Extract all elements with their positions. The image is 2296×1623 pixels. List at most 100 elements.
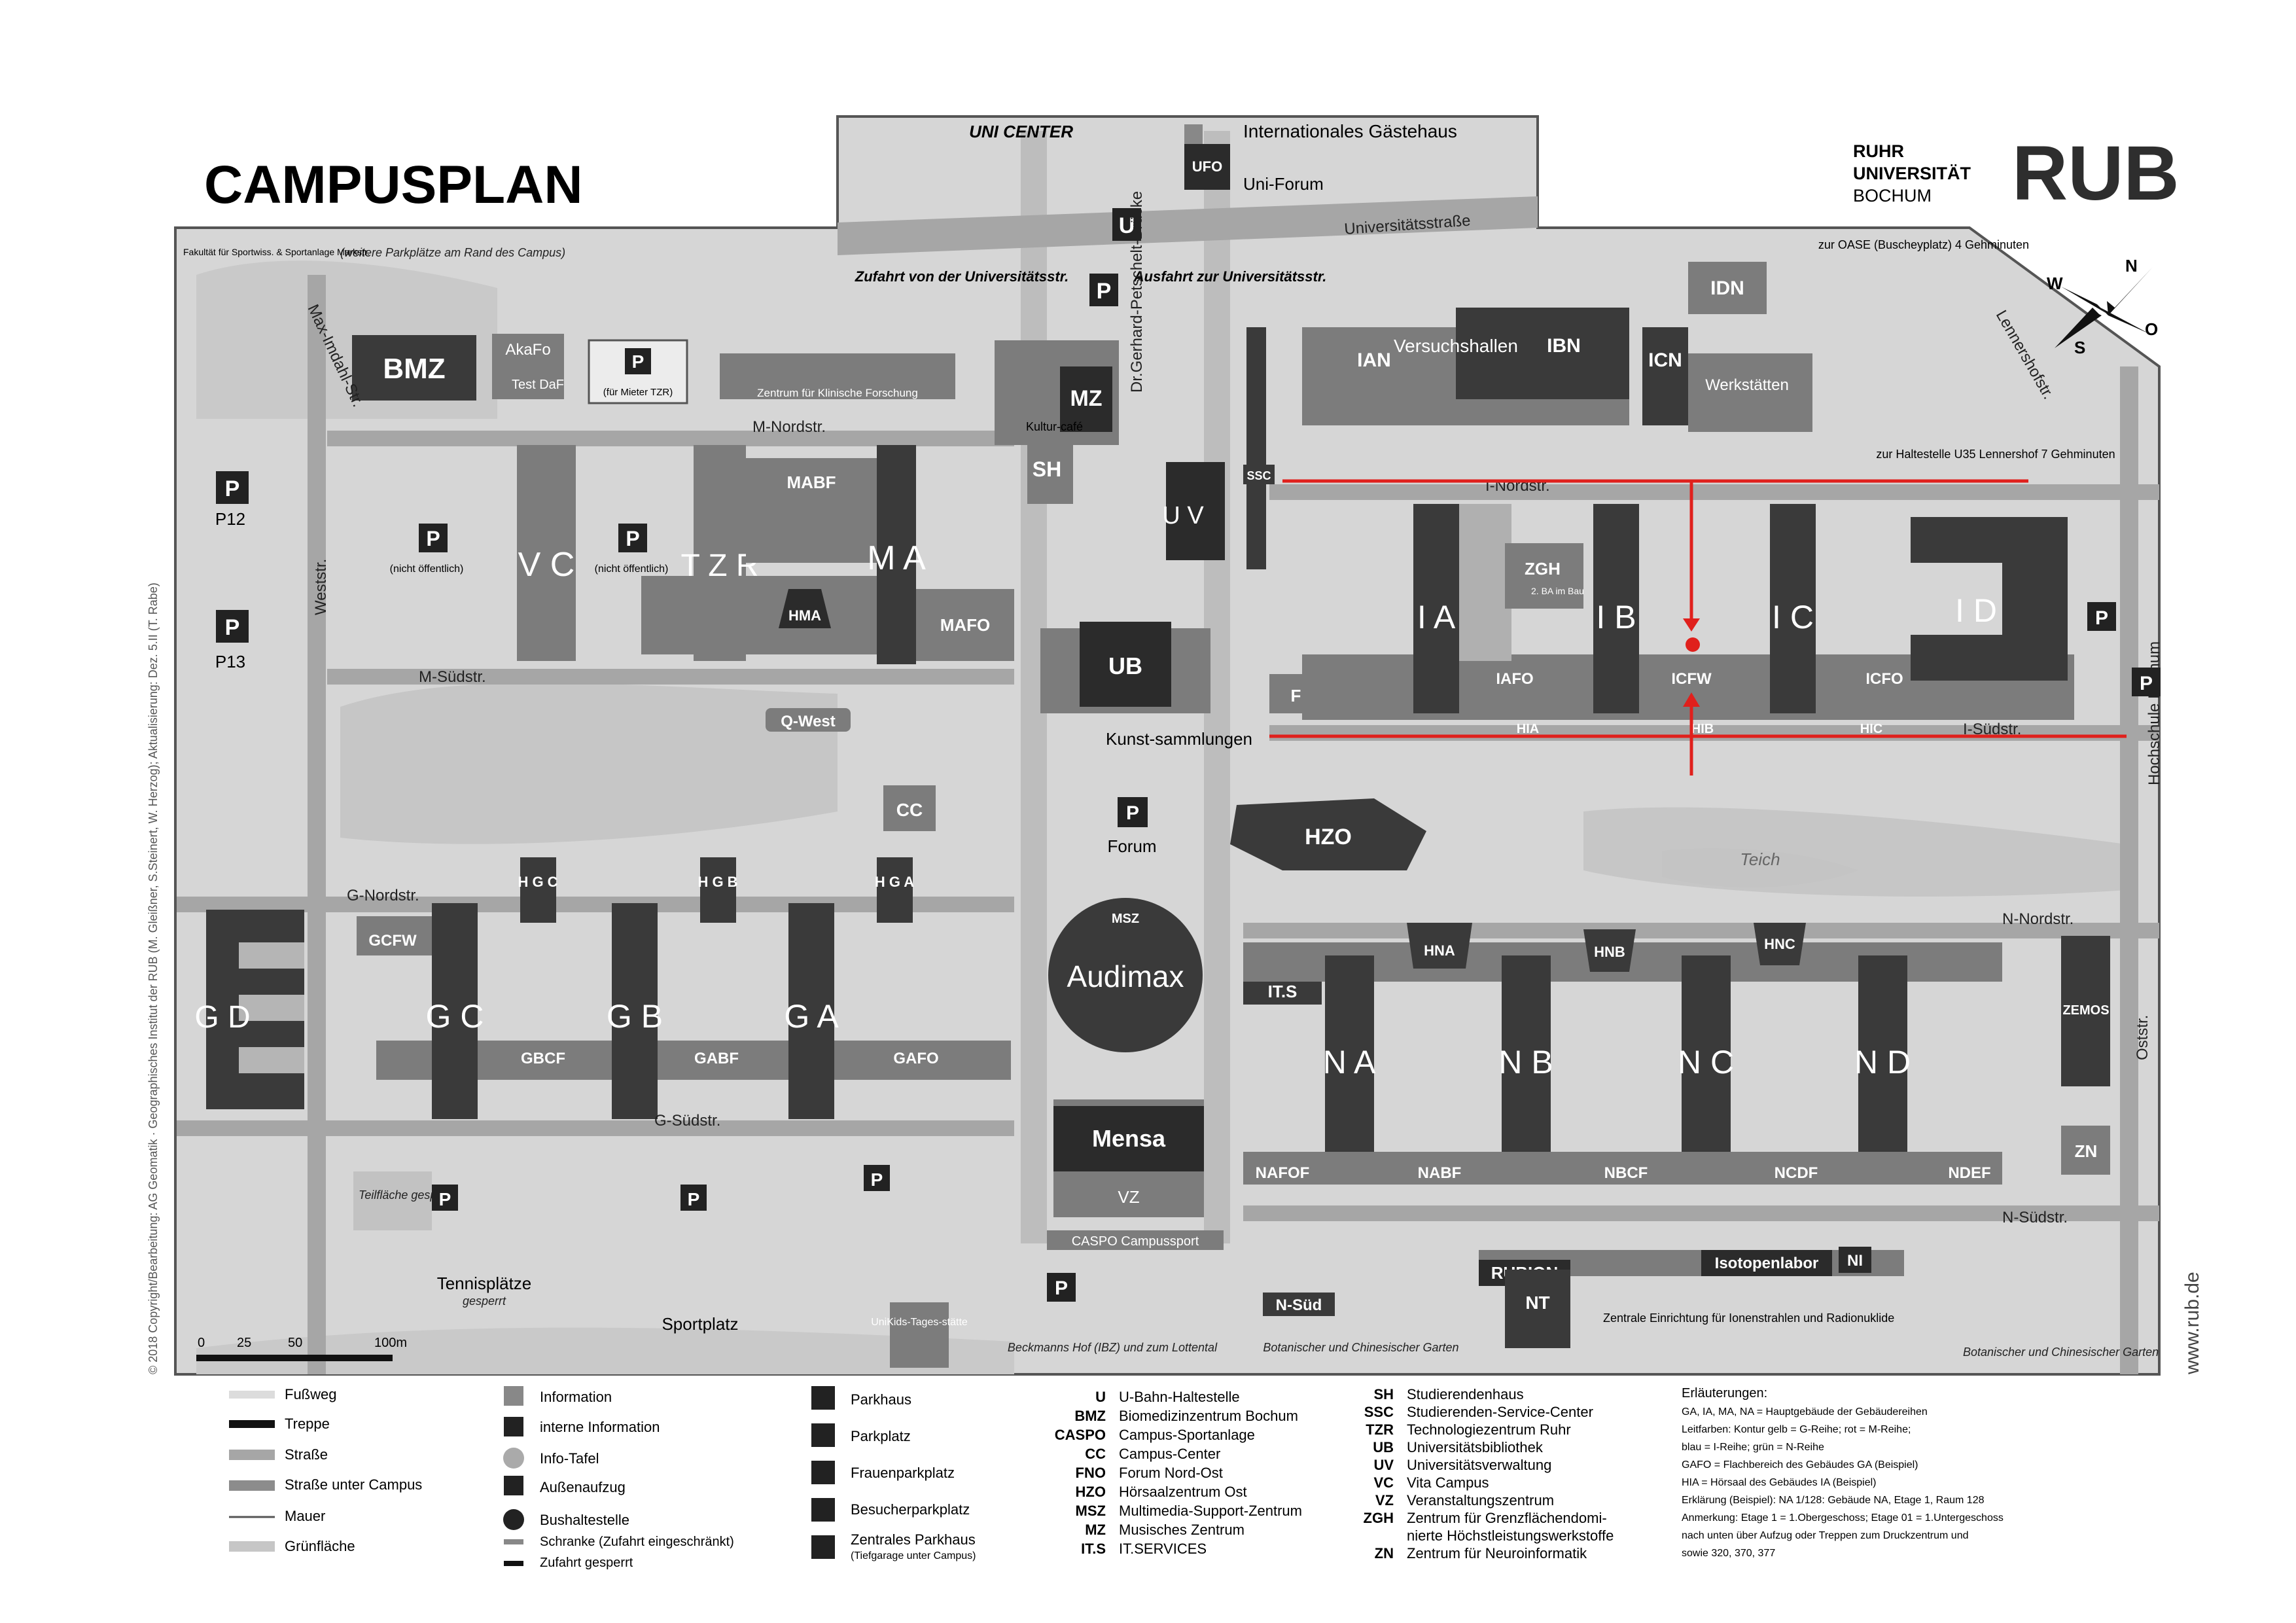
building-ic[interactable] (1770, 504, 1816, 713)
building-na[interactable] (1325, 955, 1374, 1178)
label-hzo: HZO (1305, 825, 1352, 849)
building-zemos[interactable] (2061, 936, 2110, 1086)
building-q-west[interactable] (766, 708, 851, 732)
building-gc[interactable] (432, 903, 478, 1119)
legend-explanation-line: Erläuterungen: (1682, 1386, 1767, 1400)
building-bmz[interactable] (352, 335, 476, 401)
legend-strasse-unter: Straße unter Campus (285, 1476, 422, 1493)
street-oststr (2120, 366, 2138, 1374)
building-ga[interactable] (788, 903, 834, 1119)
building-ia[interactable] (1413, 504, 1459, 713)
legend-parkhaus: Parkhaus (851, 1391, 911, 1408)
legend-swatch-strasse (229, 1450, 275, 1460)
legend-zentrales-parkhaus: Zentrales Parkhaus (851, 1531, 976, 1548)
legend-col5-abbr: SH (1373, 1386, 1394, 1402)
legend-information: Information (540, 1389, 612, 1405)
building-werkstaetten[interactable] (1688, 353, 1812, 432)
building-ssc[interactable] (1243, 465, 1275, 484)
label-unikids: UniKids-Tages-stätte (871, 1317, 968, 1328)
label-uniforum: Uni-Forum (1243, 174, 1324, 194)
route-arrowhead (1683, 618, 1700, 632)
building-uv[interactable] (1166, 462, 1225, 560)
legend-explanation-line: GA, IA, MA, NA = Hauptgebäude der Gebäud… (1682, 1406, 1928, 1418)
building-ub[interactable] (1080, 622, 1171, 707)
building-mz[interactable] (1060, 366, 1112, 432)
label-botanischer-1: Botanischer und Chinesischer Garten (1263, 1341, 1458, 1354)
building-audimax[interactable] (1048, 898, 1203, 1052)
building-hzo[interactable] (1230, 798, 1426, 870)
website-link[interactable]: www.rub.de (2181, 1272, 2203, 1375)
building-mensa[interactable] (1053, 1106, 1204, 1171)
building-hna[interactable] (1407, 923, 1472, 969)
legend-tiefgarage: (Tiefgarage unter Campus) (851, 1550, 976, 1561)
visitor-parking-icon[interactable] (1089, 274, 1118, 306)
building-nt[interactable] (1505, 1270, 1570, 1348)
building-ma[interactable] (877, 445, 916, 664)
legend-col4-abbr: FNO (1076, 1465, 1106, 1481)
label-teilflaeche: Teilfläche gesperrt (359, 1188, 455, 1202)
building-id[interactable] (1911, 517, 2068, 681)
building-ib[interactable] (1593, 504, 1639, 713)
building-nc[interactable] (1682, 955, 1731, 1178)
legend-explanation-line: HIA = Hörsaal des Gebäudes IA (Beispiel) (1682, 1477, 1877, 1488)
label-fuer-mieter: (für Mieter TZR) (603, 387, 673, 398)
building-unikids[interactable] (890, 1302, 949, 1368)
building-hgc[interactable] (520, 857, 556, 923)
building-nd[interactable] (1858, 955, 1907, 1178)
label-tennis-gesperrt: gesperrt (463, 1294, 506, 1308)
destination-marker (1686, 637, 1700, 652)
scale-0: 0 (198, 1336, 205, 1350)
building-ufo[interactable] (1184, 144, 1230, 190)
building-g-flat[interactable] (376, 1041, 1011, 1080)
building-its[interactable] (1243, 978, 1322, 1005)
legend-col5-abbr: VC (1373, 1474, 1394, 1491)
legend-swatch-fussweg (229, 1391, 275, 1399)
building-zn[interactable] (2061, 1126, 2110, 1175)
gd-wing (239, 1047, 304, 1073)
label-q-west: Q-West (781, 713, 836, 730)
building-sh[interactable] (1027, 445, 1073, 504)
parking-icon (811, 1423, 835, 1447)
label-nicht-oeffentlich-2: (nicht öffentlich) (595, 563, 669, 575)
building-zgh[interactable] (1505, 543, 1583, 609)
scale-50: 50 (288, 1336, 302, 1350)
label-botanischer-2: Botanischer und Chinesischer Garten (1963, 1346, 2159, 1359)
building-nb[interactable] (1502, 955, 1551, 1178)
label-zgh: ZGH (1525, 559, 1561, 579)
building-gcfw[interactable] (357, 916, 438, 955)
building-vc[interactable] (517, 445, 576, 661)
building-hnc[interactable] (1754, 923, 1806, 965)
street-weststr (308, 275, 326, 1374)
building-m-flat[interactable] (641, 576, 877, 654)
street-g-sued (177, 1120, 1014, 1136)
building-isotopenlabor[interactable] (1701, 1250, 1832, 1276)
parking-icon (1047, 1273, 1076, 1302)
building-hga[interactable] (877, 857, 913, 923)
parking-p12-icon (216, 471, 249, 504)
building-akafo[interactable] (492, 334, 564, 399)
building-caspo[interactable] (1047, 1230, 1224, 1250)
building-hgb[interactable] (700, 857, 736, 923)
building-zkf[interactable] (720, 353, 955, 399)
building-gb[interactable] (612, 903, 658, 1119)
building-cc[interactable] (883, 785, 936, 831)
label-ndef: NDEF (1948, 1164, 1990, 1182)
label-nafof: NAFOF (1256, 1164, 1310, 1182)
building-hma[interactable] (779, 589, 831, 628)
building-hnb[interactable] (1583, 929, 1636, 972)
building-icn[interactable] (1642, 327, 1688, 425)
label-ia: I A (1417, 599, 1456, 635)
label-sportplatz: Sportplatz (662, 1314, 738, 1334)
building-ibn[interactable] (1456, 308, 1629, 399)
label-hnc: HNC (1764, 936, 1795, 952)
label-teich: Teich (1740, 849, 1780, 869)
building-mabf[interactable] (746, 458, 877, 563)
central-parking-icon (811, 1535, 835, 1559)
building-n-sued[interactable] (1263, 1293, 1335, 1316)
building-idn[interactable] (1688, 262, 1767, 314)
building-mafo[interactable] (916, 589, 1014, 661)
building-ni[interactable] (1839, 1247, 1871, 1273)
info-icon (1184, 124, 1203, 144)
subway-station-icon[interactable] (1112, 208, 1141, 241)
